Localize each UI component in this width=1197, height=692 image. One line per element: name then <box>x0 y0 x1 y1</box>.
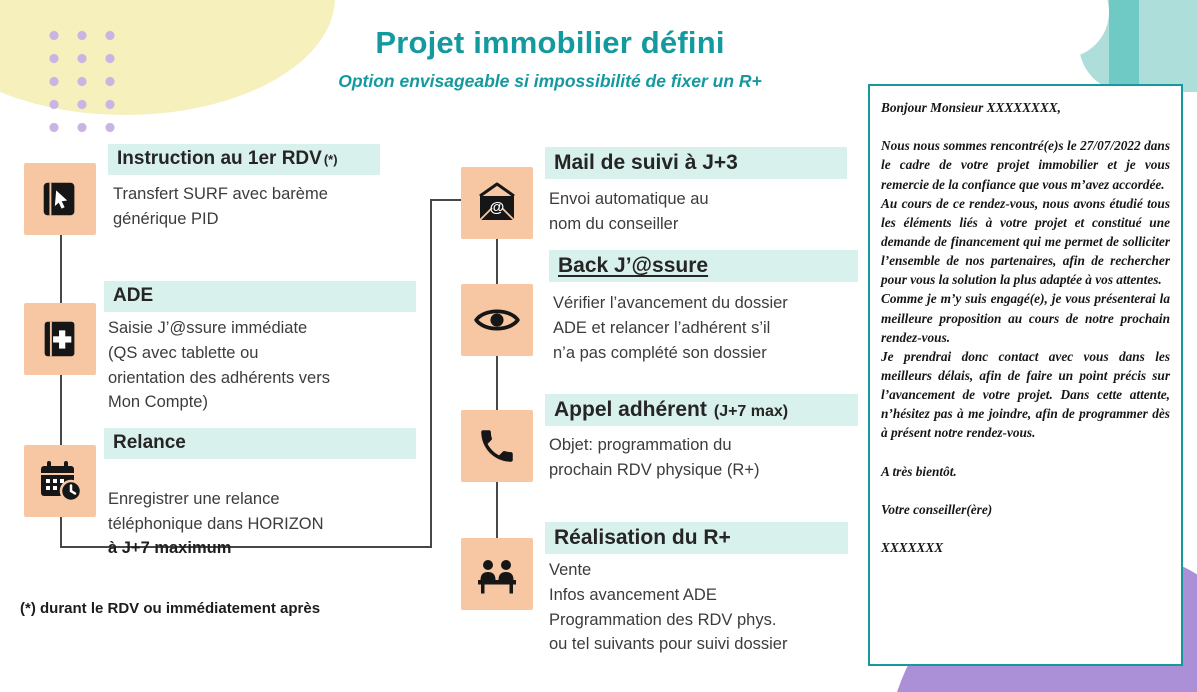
step-header-label: Mail de suivi à J+3 <box>554 151 738 174</box>
step-header-suffix: (*) <box>323 152 338 167</box>
step-header-mail-suivi: Mail de suivi à J+3 <box>545 147 847 179</box>
step-header-label: Appel adhérent <box>554 398 707 421</box>
icon-tile <box>24 445 96 517</box>
icon-tile <box>24 303 96 375</box>
step-header-label: ADE <box>113 285 154 306</box>
footnote: (*) durant le RDV ou immédiatement après <box>20 600 321 617</box>
connector-line <box>430 199 432 548</box>
calendar-clock-icon <box>41 461 83 503</box>
step-body-relance: Enregistrer une relance téléphonique dan… <box>108 462 423 586</box>
icon-tile <box>461 284 533 356</box>
icon-tile: @ <box>461 167 533 239</box>
step-header-label: Relance <box>113 432 186 453</box>
slide-subtitle: Option envisageable si impossibilité de … <box>338 71 762 91</box>
eye-icon <box>474 309 520 331</box>
phone-icon <box>481 430 513 462</box>
step-header-label: Instruction au 1er RDV <box>117 148 322 169</box>
step-header-realisation: Réalisation du R+ <box>545 522 848 554</box>
step-header-back-jassure: Back J’@ssure <box>549 250 858 282</box>
step-body-ade: Saisie J’@ssure immédiate (QS avec table… <box>108 319 330 412</box>
advisor-letter-text: Bonjour Monsieur XXXXXXXX, Nous nous som… <box>881 100 1170 556</box>
step-header-instruction-rdv: Instruction au 1er RDV(*) <box>108 144 380 175</box>
envelope-at-icon: @ <box>479 182 515 221</box>
icon-tile <box>461 410 533 482</box>
connector-line <box>496 203 498 575</box>
step-header-appel-adherent: Appel adhérent (J+7 max) <box>545 394 858 426</box>
connector-line <box>60 546 432 548</box>
connector-line <box>430 199 470 201</box>
step-body-back-jassure: Vérifier l’avancement du dossier ADE et … <box>553 294 788 362</box>
step-body-mail-suivi: Envoi automatique au nom du conseiller <box>549 190 709 233</box>
step-body-bold: à J+7 maximum <box>108 539 232 558</box>
slide-title: Projet immobilier défini <box>375 25 725 60</box>
svg-text:@: @ <box>490 199 505 216</box>
meeting-icon <box>478 560 516 594</box>
step-header-relance: Relance <box>104 428 416 459</box>
tablet-cursor-icon <box>43 182 75 216</box>
icon-tile <box>461 538 533 610</box>
step-body-instruction-rdv: Transfert SURF avec barème générique PID <box>113 185 328 228</box>
step-body-realisation: Vente Infos avancement ADE Programmation… <box>549 561 788 654</box>
step-header-label: Réalisation du R+ <box>554 526 731 549</box>
step-body-appel-adherent: Objet: programmation du prochain RDV phy… <box>549 436 760 479</box>
advisor-letter: Bonjour Monsieur XXXXXXXX, Nous nous som… <box>868 84 1183 666</box>
purple-dots-decoration <box>40 24 124 139</box>
medical-book-icon <box>44 321 75 357</box>
step-body-text: Enregistrer une relance téléphonique dan… <box>108 489 324 533</box>
step-header-ade: ADE <box>104 281 416 312</box>
step-header-suffix: (J+7 max) <box>713 403 789 420</box>
icon-tile <box>24 163 96 235</box>
step-header-label: Back J’@ssure <box>558 254 709 277</box>
